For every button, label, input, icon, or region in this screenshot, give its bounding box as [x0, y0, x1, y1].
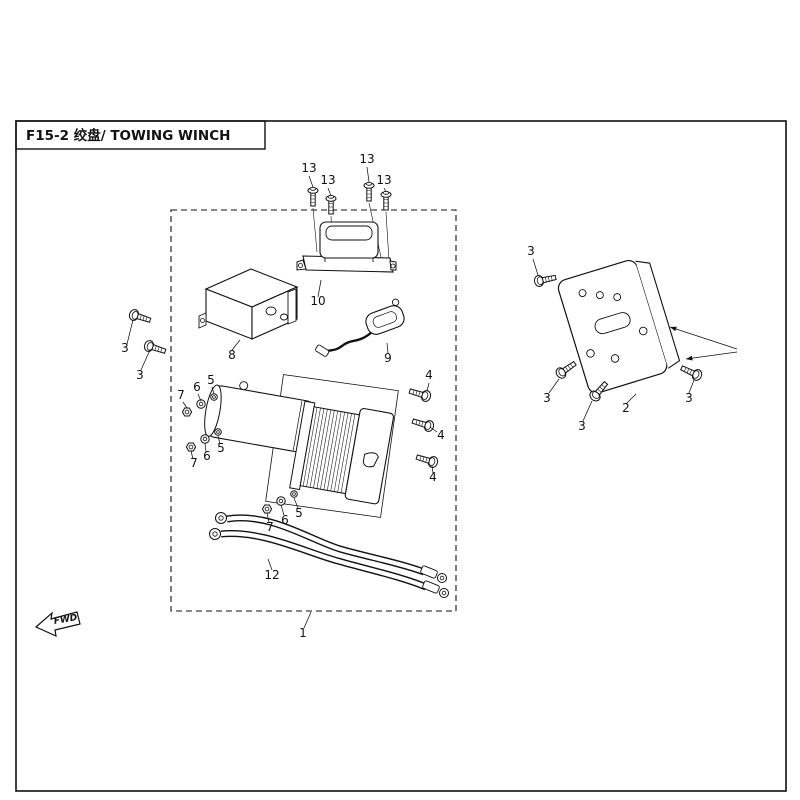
- screw-icon: [380, 190, 392, 211]
- part-label-13: 13: [320, 173, 335, 187]
- bolt-icon: [127, 307, 153, 326]
- winch-switch: [315, 298, 405, 357]
- part-label-5: 5: [207, 373, 215, 387]
- contactor-box: [296, 221, 397, 273]
- part-label-4: 4: [437, 428, 445, 442]
- part-label-9: 9: [384, 351, 392, 365]
- screw-13-icons: [307, 181, 392, 215]
- part-label-6: 6: [281, 513, 289, 527]
- mounting-plate: [557, 259, 681, 394]
- bolt-icon: [414, 451, 440, 470]
- title-box: [15, 120, 266, 150]
- part-label-13: 13: [376, 173, 391, 187]
- nut-icon: [185, 442, 197, 452]
- part-label-7: 7: [177, 388, 185, 402]
- part-label-3: 3: [578, 419, 586, 433]
- page-title: F15-2 绞盘/ TOWING WINCH: [26, 127, 230, 144]
- part-label-5: 5: [295, 506, 303, 520]
- part-label-7: 7: [266, 520, 274, 534]
- nut-icon: [181, 407, 193, 417]
- bolt-icon: [678, 362, 704, 383]
- nut-icon: [261, 504, 273, 514]
- part-label-3: 3: [685, 391, 693, 405]
- part-label-5: 5: [217, 441, 225, 455]
- part-label-4: 4: [429, 470, 437, 484]
- washer-icon: [276, 496, 286, 506]
- assembly-boundary-box: [170, 209, 457, 612]
- part-label-6: 6: [193, 380, 201, 394]
- screw-icon: [363, 181, 375, 202]
- part-label-6: 6: [203, 449, 211, 463]
- screw-icon: [307, 186, 319, 207]
- part-label-3: 3: [527, 244, 535, 258]
- pointer-arrow: [669, 326, 738, 350]
- bolt-icon: [407, 385, 433, 404]
- spring-washer-icon: [290, 490, 298, 498]
- part-label-12: 12: [264, 568, 279, 582]
- bolt-icon: [553, 358, 579, 381]
- spring-washer-icon: [210, 393, 218, 401]
- fwd-label: FWD: [53, 613, 78, 627]
- bolt-icon: [142, 338, 168, 357]
- bolt-icon: [410, 415, 436, 434]
- washer-icon: [200, 434, 210, 444]
- screw-icon: [325, 194, 337, 215]
- pointer-arrow: [685, 351, 738, 361]
- part-label-2: 2: [622, 401, 630, 415]
- part-label-7: 7: [190, 456, 198, 470]
- part-label-3: 3: [136, 368, 144, 382]
- leader-lines: [126, 166, 695, 629]
- fwd-arrow: FWD: [34, 611, 81, 638]
- battery-cables: [209, 512, 449, 598]
- spring-washer-icon: [214, 428, 222, 436]
- fastener-set-2: [185, 428, 222, 452]
- part-label-1: 1: [299, 626, 307, 640]
- border-frame: [15, 120, 787, 792]
- part-label-13: 13: [301, 161, 316, 175]
- bolt-icon: [532, 271, 558, 288]
- part-label-3: 3: [121, 341, 129, 355]
- part-label-8: 8: [228, 348, 236, 362]
- part-label-3: 3: [543, 391, 551, 405]
- part-label-13: 13: [359, 152, 374, 166]
- part-label-10: 10: [310, 294, 325, 308]
- washer-icon: [196, 399, 206, 409]
- cable-drum: [289, 400, 395, 505]
- part-label-4: 4: [425, 368, 433, 382]
- mount-bracket: [198, 268, 299, 340]
